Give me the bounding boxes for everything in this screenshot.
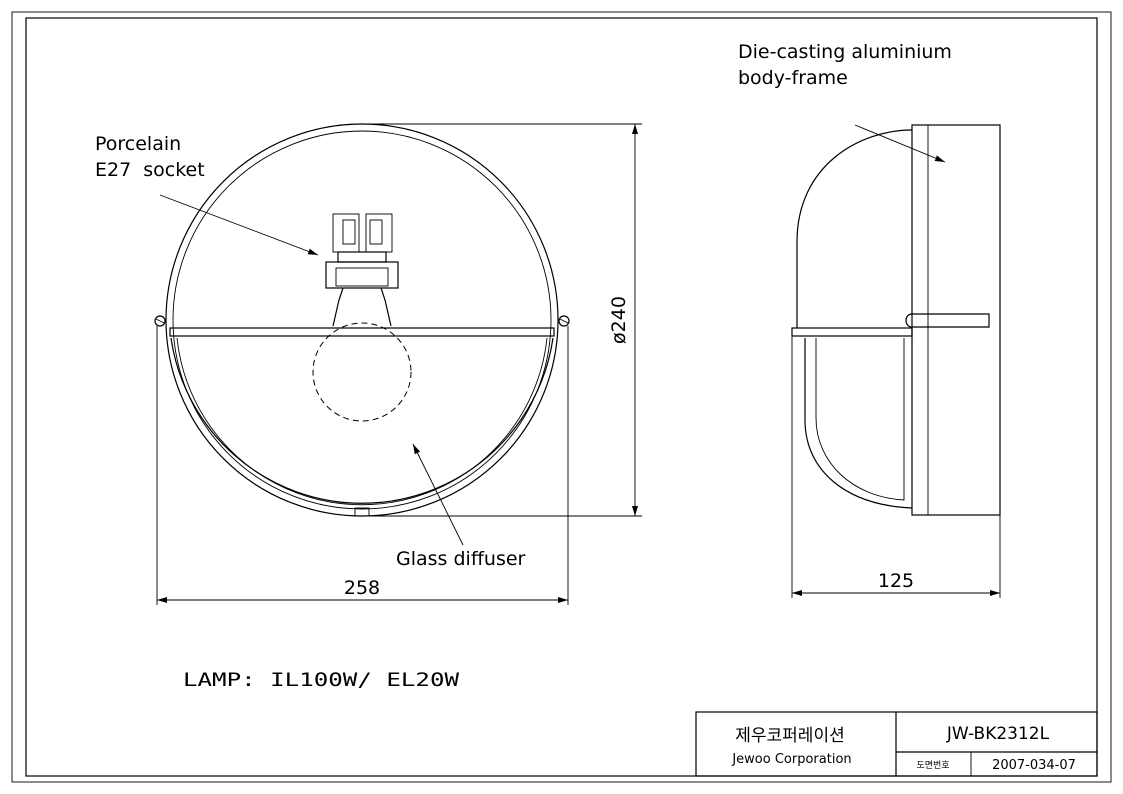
outer-ring	[165, 123, 559, 517]
inner-ring	[172, 130, 552, 510]
upper-dome	[796, 129, 913, 328]
model-number: JW-BK2312L	[946, 724, 1050, 744]
company-name-korean: 제우코퍼레이션	[735, 726, 844, 746]
diffuser-leader	[412, 443, 464, 546]
dimension-depth: 125	[878, 570, 914, 592]
socket-leader	[159, 194, 319, 256]
front-view	[154, 123, 642, 605]
lower-dome	[804, 338, 913, 509]
mounting-bar	[169, 327, 555, 337]
socket-label-line2: E27 socket	[95, 159, 205, 181]
dimension-diameter: ø240	[608, 296, 630, 344]
left-screw	[154, 315, 166, 327]
bulb-neck	[332, 287, 392, 327]
socket-label-line1: Porcelain	[95, 133, 181, 155]
dimension-width: 258	[344, 577, 380, 599]
back-plate	[911, 124, 1001, 516]
right-screw	[558, 315, 570, 327]
frame-label-line2: body-frame	[738, 67, 848, 89]
side-view	[791, 124, 1001, 598]
frame-label-line1: Die-casting aluminium	[738, 41, 952, 63]
lower-dome-inner	[815, 338, 905, 501]
title-block	[695, 711, 1098, 777]
diffuser-label: Glass diffuser	[396, 548, 526, 570]
company-name-english: Jewoo Corporation	[731, 752, 851, 767]
side-mounting-bar	[791, 327, 913, 337]
drawing-number-label: 도면번호	[916, 760, 949, 771]
diffuser-ring-inner	[176, 337, 548, 506]
drawing-number: 2007-034-07	[992, 758, 1076, 773]
lamp-spec: LAMP: IL100W/ EL20W	[183, 669, 460, 691]
diffuser-ring-outer	[170, 337, 554, 504]
socket	[325, 213, 399, 289]
frame-leader	[854, 124, 946, 163]
inner-border	[25, 17, 1098, 777]
side-clip	[905, 313, 990, 328]
bulb-outline	[312, 322, 412, 422]
outer-border	[11, 11, 1112, 783]
